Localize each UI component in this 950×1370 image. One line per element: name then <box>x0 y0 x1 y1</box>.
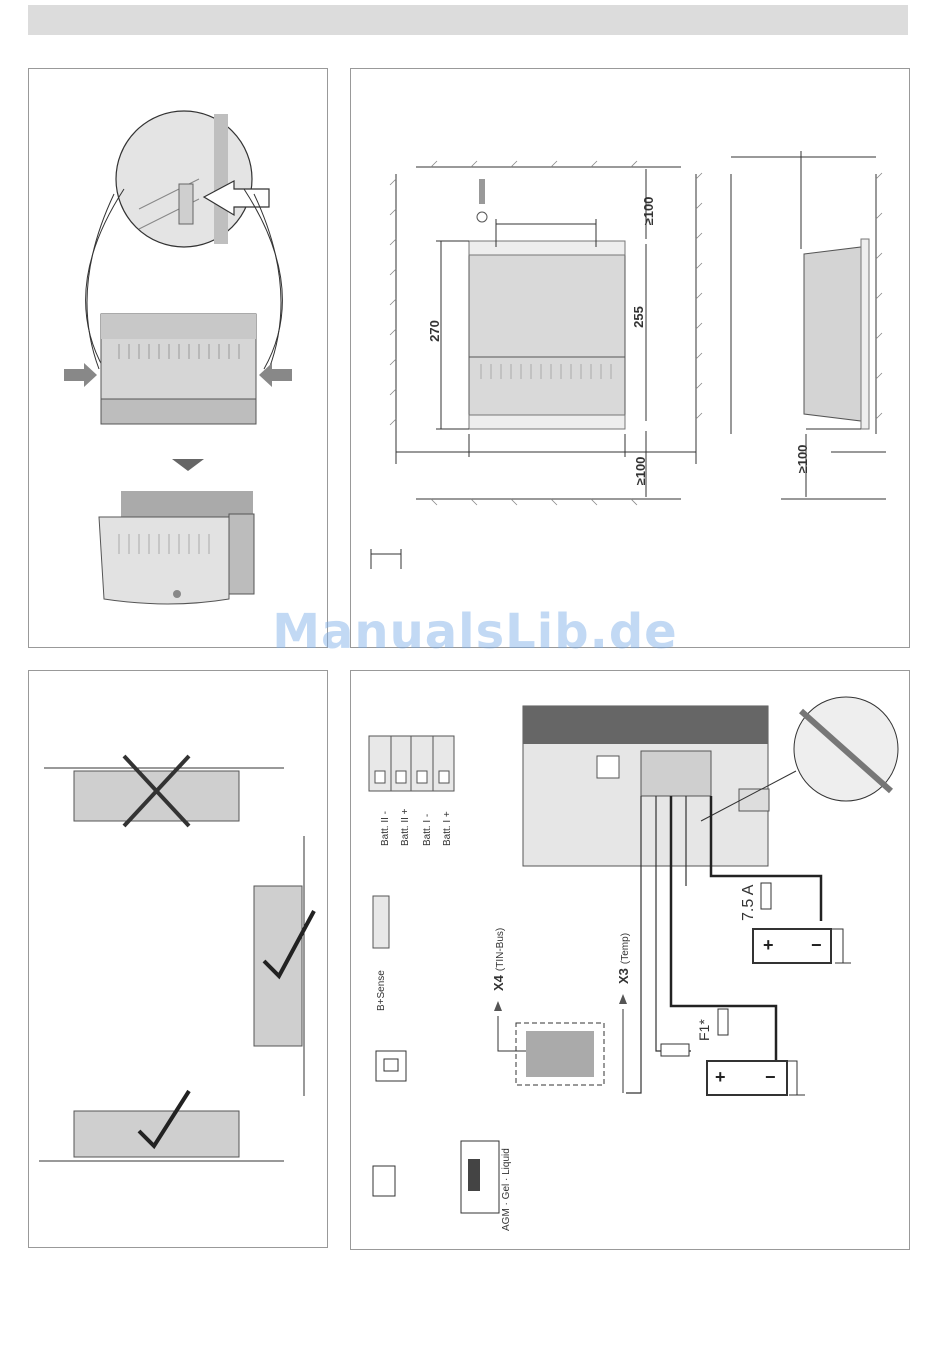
x4-connector-label: X4(TIN-Bus) <box>491 928 506 991</box>
dim-height-outer: 270 <box>427 320 442 342</box>
watermark: ManualsLib.de <box>0 604 950 660</box>
dimensions-drawing: ≥100 270 255 ≥100 ≥100 <box>351 69 909 647</box>
fuse-f1-label: F1* <box>696 1019 712 1041</box>
battery-2: + − <box>707 1061 787 1095</box>
fuse-main <box>761 883 771 909</box>
panel-mounting-clips <box>28 68 328 648</box>
terminal-label-1: Batt. II - <box>380 811 391 846</box>
panel-dimensions: ≥100 270 255 ≥100 ≥100 <box>350 68 910 648</box>
sense-connector <box>373 896 389 948</box>
mounting-clips-illustration <box>29 69 327 647</box>
x3-connector-label: X3(Temp) <box>616 933 631 984</box>
fuse-main-label: 7.5 A <box>740 884 757 921</box>
sense-label: B+Sense <box>376 970 387 1011</box>
battery-1-minus: − <box>811 935 822 955</box>
dim-height-holes: 255 <box>631 306 646 328</box>
header-bar <box>28 5 908 35</box>
dim-clearance-side: ≥100 <box>795 445 810 474</box>
panel-wiring: Batt. II - Batt. II + Batt. I - Batt. I … <box>350 670 910 1250</box>
terminal-label-3: Batt. I - <box>422 814 433 846</box>
terminal-label-2: Batt. II + <box>400 808 411 846</box>
battery-2-plus: + <box>715 1067 726 1087</box>
terminal-label-4: Batt. I + <box>442 811 453 846</box>
two-pin-connector-icon <box>373 1166 395 1196</box>
dim-clearance-bottom: ≥100 <box>633 457 648 486</box>
panel-orientation <box>28 670 328 1248</box>
wiring-diagram: Batt. II - Batt. II + Batt. I - Batt. I … <box>351 671 909 1249</box>
orientation-drawing <box>29 671 327 1247</box>
battery-1-plus: + <box>763 935 774 955</box>
rj-jack-icon <box>376 1051 406 1081</box>
battery-2-minus: − <box>765 1067 776 1087</box>
terminal-block <box>369 736 454 791</box>
battery-type-label: AGM · Gel · Liquid <box>501 1148 512 1231</box>
fuse-f1 <box>718 1009 728 1035</box>
dim-clearance-top: ≥100 <box>641 197 656 226</box>
battery-1: + − <box>753 929 831 963</box>
